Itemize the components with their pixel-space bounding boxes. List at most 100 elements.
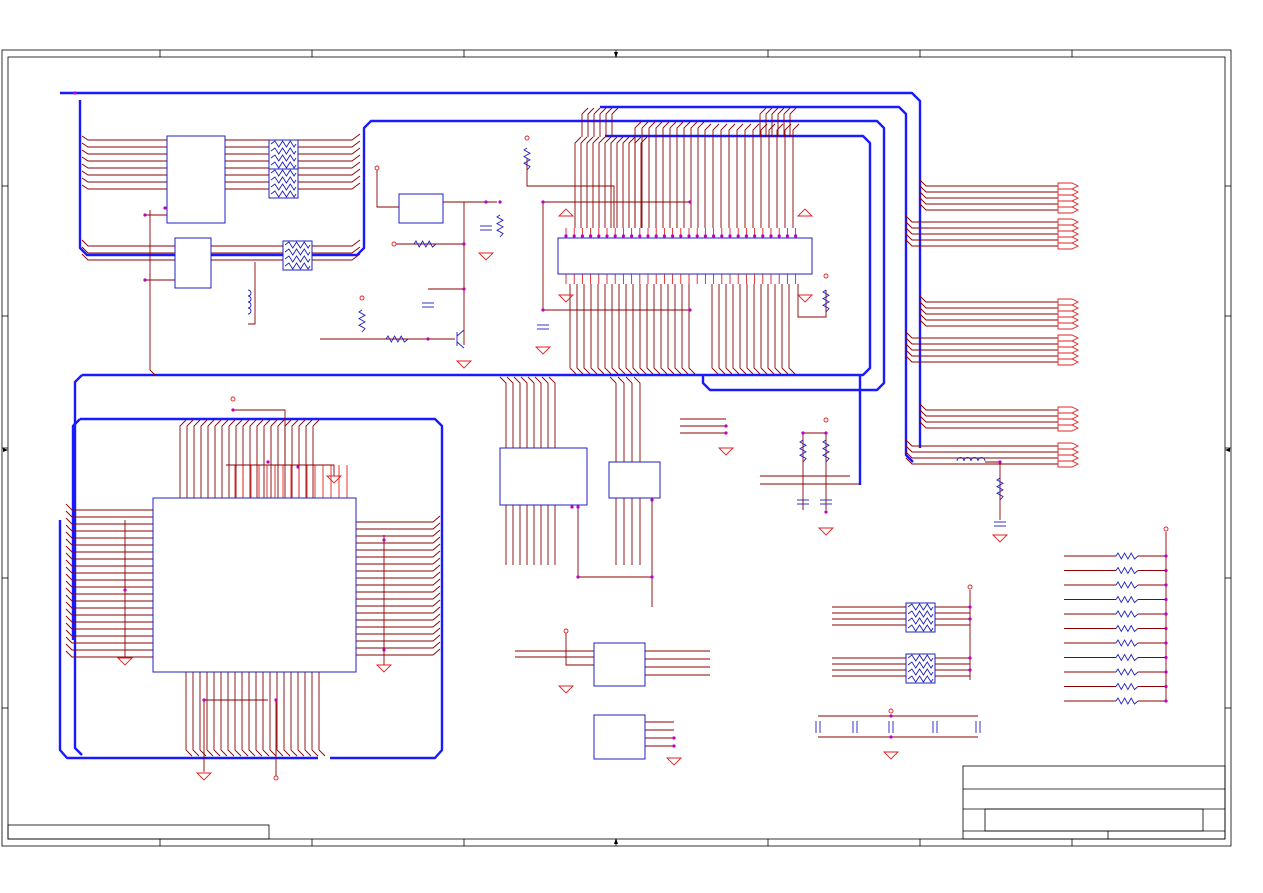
latch-top-wire xyxy=(520,376,528,448)
net-terminal xyxy=(230,396,236,402)
junction-dot xyxy=(296,465,300,469)
latch-top-wire xyxy=(534,376,542,448)
inductor xyxy=(956,457,986,462)
connector-bus-wire xyxy=(792,123,800,228)
junction-dot xyxy=(824,431,828,435)
bus-right-a xyxy=(600,105,914,463)
mcu-right-pin xyxy=(356,557,441,565)
mcu-top-pin xyxy=(207,419,215,498)
wire xyxy=(803,432,827,510)
output-connector-pin xyxy=(1057,358,1080,366)
connector-bus-wire xyxy=(776,123,784,228)
junction-dot xyxy=(630,234,634,238)
mcu-top-pin xyxy=(305,419,313,498)
junction-dot xyxy=(968,668,972,672)
ladder-resistor xyxy=(1115,566,1139,575)
output-connector-pin xyxy=(1057,352,1080,360)
u1-input-wire xyxy=(81,177,167,183)
resistor-network-element xyxy=(907,624,934,632)
junction-dot xyxy=(744,234,749,238)
ground-symbol xyxy=(325,475,343,484)
latch-top-wire xyxy=(513,376,521,448)
mcu-top-pin xyxy=(284,419,292,498)
junction-dot xyxy=(695,234,699,238)
mcu-left-pin xyxy=(65,636,153,644)
junction-dot xyxy=(498,200,502,204)
connector-bus-wire xyxy=(669,121,677,228)
output-wire xyxy=(919,295,1058,303)
latch-top-wire xyxy=(506,376,514,448)
mcu-top-pin xyxy=(270,419,278,498)
connector-lower-wire xyxy=(583,284,591,375)
mcu-bottom-pin xyxy=(276,672,284,757)
resistor-network-element xyxy=(284,248,311,256)
ladder-resistor xyxy=(1115,610,1139,618)
ground-symbol xyxy=(817,527,835,536)
wire xyxy=(226,464,335,476)
mcu-left-pin xyxy=(65,503,153,511)
output-wire xyxy=(905,457,1058,465)
bus-upper-left xyxy=(78,100,886,392)
decoder-top-wire xyxy=(609,376,617,462)
mcu-right-pin xyxy=(356,634,441,642)
output-connector-pin xyxy=(1057,218,1080,226)
ladder-resistor xyxy=(1115,581,1139,589)
connector-lower-wire xyxy=(653,284,661,375)
resistor xyxy=(413,240,437,248)
junction-dot xyxy=(541,200,545,204)
junction-dot xyxy=(1164,670,1168,674)
ground-symbol xyxy=(455,360,473,369)
bus-network xyxy=(58,91,922,760)
connector-lower-wire xyxy=(681,284,689,375)
output-connector-pin xyxy=(1057,188,1080,196)
connector-lower-wire xyxy=(611,284,619,375)
junction-dot xyxy=(462,242,466,246)
output-connector-pin xyxy=(1057,206,1080,214)
mcu-left-pin xyxy=(65,510,153,518)
junction-dot xyxy=(123,588,127,592)
resistor-network-element xyxy=(907,654,934,662)
output-wire xyxy=(905,349,1058,357)
wire-bundles xyxy=(65,107,1167,777)
junction-dot xyxy=(968,617,972,621)
mcu-left-pin xyxy=(65,517,153,525)
output-wire xyxy=(905,215,1058,223)
latch-top-wire xyxy=(527,376,535,448)
mcu-left-pin xyxy=(65,531,153,539)
output-connector-pin xyxy=(1057,442,1080,450)
connector-bus-wire xyxy=(789,107,797,137)
resistor-network-element xyxy=(270,154,297,162)
output-connector-pin xyxy=(1057,334,1080,342)
resistor-network-rn2 xyxy=(268,168,299,199)
connector-bus-wire xyxy=(587,107,595,137)
net-terminal xyxy=(967,584,973,590)
junction-dot xyxy=(769,234,773,238)
components xyxy=(152,135,813,760)
resistor xyxy=(996,477,1004,501)
connector-lower-wire xyxy=(753,284,761,375)
resistor-network-element xyxy=(284,255,311,263)
mcu-bottom-pin xyxy=(241,672,249,757)
ground-symbol xyxy=(991,534,1009,543)
output-connector-pin xyxy=(1057,406,1080,414)
mcu-top-pin xyxy=(221,419,229,498)
mcu-bottom-pin xyxy=(185,672,193,757)
output-wire xyxy=(919,185,1058,193)
junction-dot xyxy=(382,648,386,652)
output-wire xyxy=(919,191,1058,199)
connector-bus-wire xyxy=(777,107,785,137)
output-wire xyxy=(919,313,1058,321)
connector-bus-wire xyxy=(783,107,791,137)
u1-bus-wire xyxy=(298,154,361,162)
ic-decoder xyxy=(608,461,661,499)
mcu-right-pin xyxy=(356,522,441,530)
connector-bus-wire xyxy=(655,121,663,228)
inductor xyxy=(247,289,252,315)
output-wire xyxy=(919,197,1058,205)
junction-dot xyxy=(231,408,235,412)
u1-bus-wire xyxy=(298,182,361,190)
connector-bus-wire xyxy=(744,123,752,228)
mcu-bottom-pin xyxy=(248,672,256,757)
mcu-top-pin xyxy=(256,419,264,498)
junction-dot xyxy=(613,234,617,238)
